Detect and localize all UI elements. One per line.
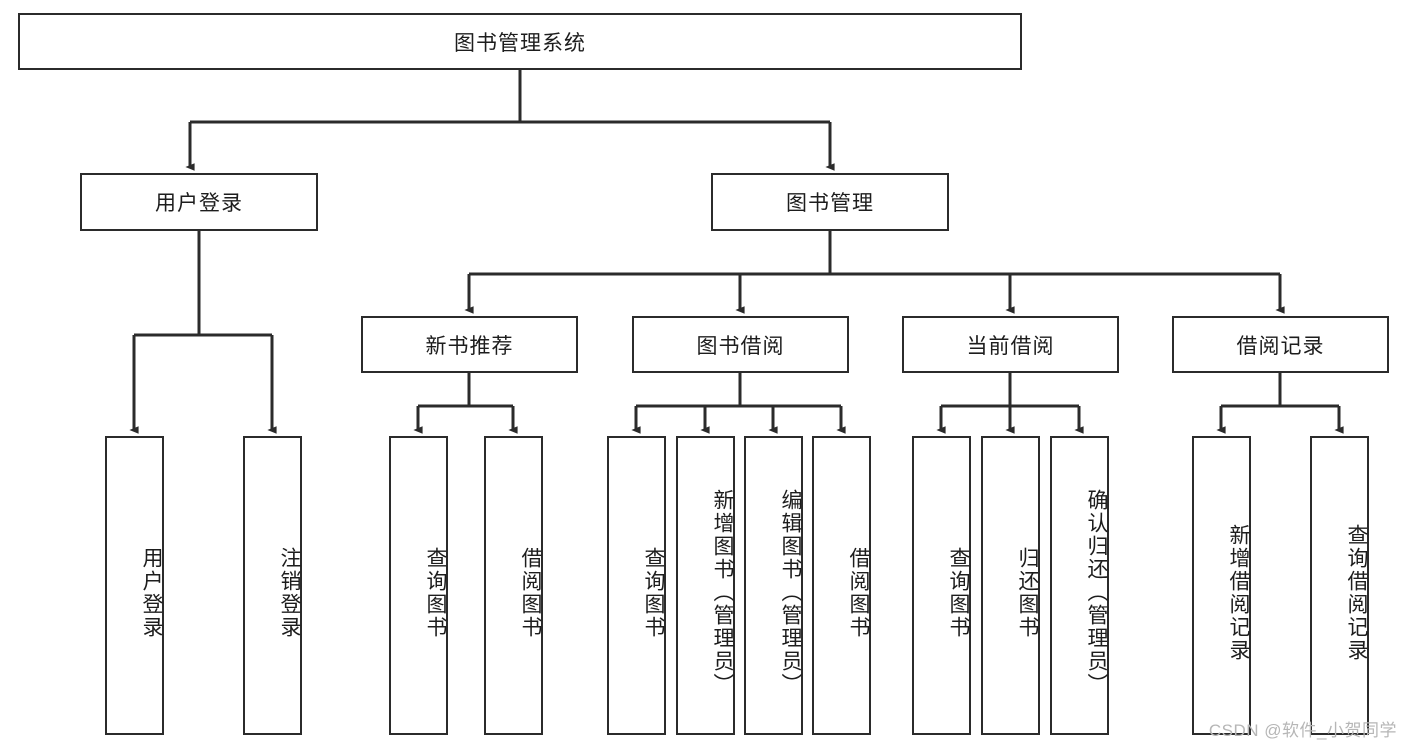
node-label: 编辑图书（管理员）	[779, 489, 802, 696]
leaf-current-confirm-return[interactable]: 确认归还（管理员）	[1050, 436, 1109, 735]
node-label: 查询图书	[642, 546, 665, 639]
leaf-current-return-book[interactable]: 归还图书	[981, 436, 1040, 735]
node-user-login[interactable]: 用户登录	[80, 173, 318, 231]
node-root-system[interactable]: 图书管理系统	[18, 13, 1022, 70]
node-book-borrow[interactable]: 图书借阅	[632, 316, 849, 373]
node-label: 新增图书（管理员）	[711, 489, 734, 696]
leaf-user-login-signout[interactable]: 注销登录	[243, 436, 302, 735]
leaf-record-query-record[interactable]: 查询借阅记录	[1310, 436, 1369, 735]
leaf-user-login-signin[interactable]: 用户登录	[105, 436, 164, 735]
node-label: 图书管理系统	[454, 31, 586, 55]
leaf-recommend-query-book[interactable]: 查询图书	[389, 436, 448, 735]
node-label: 借阅图书	[847, 546, 870, 639]
node-label: 新增借阅记录	[1227, 523, 1250, 662]
node-current-borrow[interactable]: 当前借阅	[902, 316, 1119, 373]
leaf-recommend-borrow-book[interactable]: 借阅图书	[484, 436, 543, 735]
leaf-borrow-add-book[interactable]: 新增图书（管理员）	[676, 436, 735, 735]
node-label: 当前借阅	[966, 334, 1055, 358]
node-label: 用户登录	[155, 192, 243, 215]
node-label: 图书借阅	[696, 334, 785, 358]
node-label: 用户登录	[140, 546, 163, 639]
node-new-book-recommend[interactable]: 新书推荐	[361, 316, 578, 373]
node-label: 借阅记录	[1236, 334, 1325, 358]
node-label: 归还图书	[1016, 546, 1039, 639]
node-book-management[interactable]: 图书管理	[711, 173, 949, 231]
node-label: 确认归还（管理员）	[1085, 489, 1108, 696]
node-label: 查询借阅记录	[1345, 523, 1368, 662]
node-label: 注销登录	[278, 546, 301, 639]
leaf-borrow-edit-book[interactable]: 编辑图书（管理员）	[744, 436, 803, 735]
leaf-borrow-borrow-book[interactable]: 借阅图书	[812, 436, 871, 735]
leaf-borrow-query-book[interactable]: 查询图书	[607, 436, 666, 735]
node-label: 图书管理	[786, 192, 874, 215]
leaf-current-query-book[interactable]: 查询图书	[912, 436, 971, 735]
csdn-watermark: CSDN @软件_小贺同学	[1208, 721, 1397, 740]
node-borrow-record[interactable]: 借阅记录	[1172, 316, 1389, 373]
node-label: 新书推荐	[425, 334, 514, 358]
node-label: 查询图书	[424, 546, 447, 639]
node-label: 借阅图书	[519, 546, 542, 639]
node-label: 查询图书	[947, 546, 970, 639]
leaf-record-add-record[interactable]: 新增借阅记录	[1192, 436, 1251, 735]
